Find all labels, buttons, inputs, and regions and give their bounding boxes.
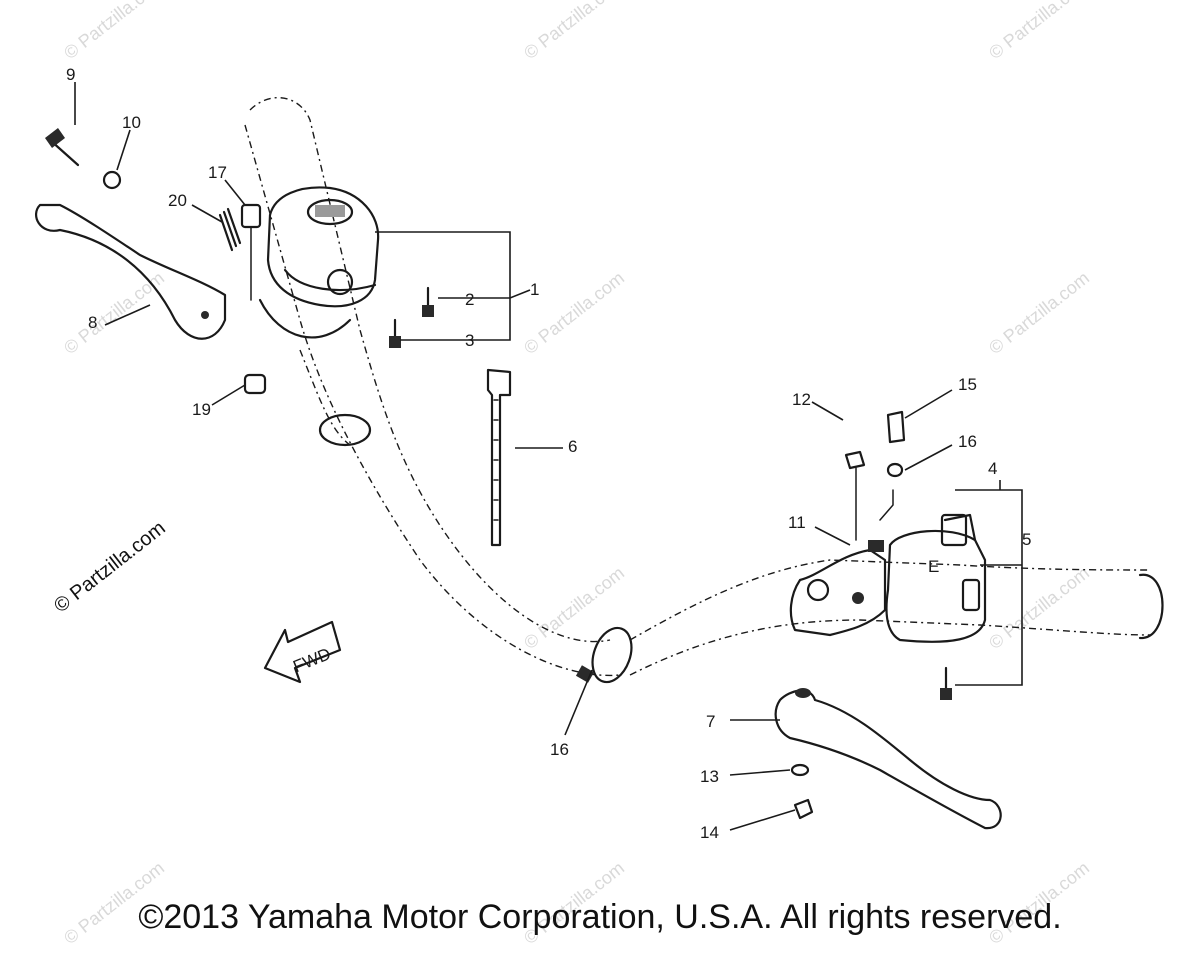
callout-4: 4 bbox=[988, 459, 997, 478]
right-switch-housing: E bbox=[885, 513, 987, 643]
svg-text:E: E bbox=[928, 557, 939, 576]
watermark: © Partzilla.com bbox=[60, 268, 168, 358]
cable-tie bbox=[486, 368, 512, 547]
callout-11: 11 bbox=[788, 513, 806, 532]
callout-17: 17 bbox=[208, 163, 227, 182]
callout-12: 12 bbox=[792, 390, 811, 409]
callout-10: 10 bbox=[122, 113, 141, 132]
callout-7: 7 bbox=[706, 712, 715, 731]
callout-1: 1 bbox=[530, 280, 539, 299]
handlebar bbox=[244, 96, 1164, 677]
copyright-notice: ©2013 Yamaha Motor Corporation, U.S.A. A… bbox=[138, 898, 1062, 936]
watermark: © Partzilla.com bbox=[60, 0, 168, 63]
callout-8: 8 bbox=[88, 313, 97, 332]
callout-5: 5 bbox=[1022, 530, 1031, 549]
callout-2: 2 bbox=[465, 290, 474, 309]
cable-clamp bbox=[575, 626, 633, 684]
background-watermarks: © Partzilla.com © Partzilla.com © Partzi… bbox=[60, 0, 1093, 948]
callout-3: 3 bbox=[465, 331, 474, 350]
callout-19: 19 bbox=[192, 400, 211, 419]
callout-6: 6 bbox=[568, 437, 577, 456]
callout-9: 9 bbox=[66, 65, 75, 84]
left-lever bbox=[35, 203, 227, 340]
right-lever-holder bbox=[789, 540, 887, 637]
watermark: © Partzilla.com bbox=[520, 0, 628, 63]
fwd-arrow: FWD bbox=[263, 620, 342, 684]
callout-15: 15 bbox=[958, 375, 977, 394]
left-hardware bbox=[45, 128, 434, 395]
right-hardware bbox=[844, 410, 952, 700]
callout-18: 16 bbox=[550, 740, 569, 759]
fwd-label: FWD bbox=[290, 644, 333, 676]
watermark: © Partzilla.com bbox=[985, 563, 1093, 653]
callout-14: 14 bbox=[700, 823, 719, 842]
watermark: © Partzilla.com bbox=[985, 0, 1093, 63]
right-lever bbox=[774, 688, 1002, 830]
callout-20: 20 bbox=[168, 191, 187, 210]
callout-13: 13 bbox=[700, 767, 719, 786]
callout-16: 16 bbox=[958, 432, 977, 451]
leader-lines bbox=[74, 82, 1023, 831]
left-switch-housing bbox=[258, 186, 380, 447]
watermark: © Partzilla.com bbox=[985, 268, 1093, 358]
callout-labels: 9 10 17 20 8 19 1 2 3 6 12 15 16 4 11 5 … bbox=[66, 65, 1031, 842]
